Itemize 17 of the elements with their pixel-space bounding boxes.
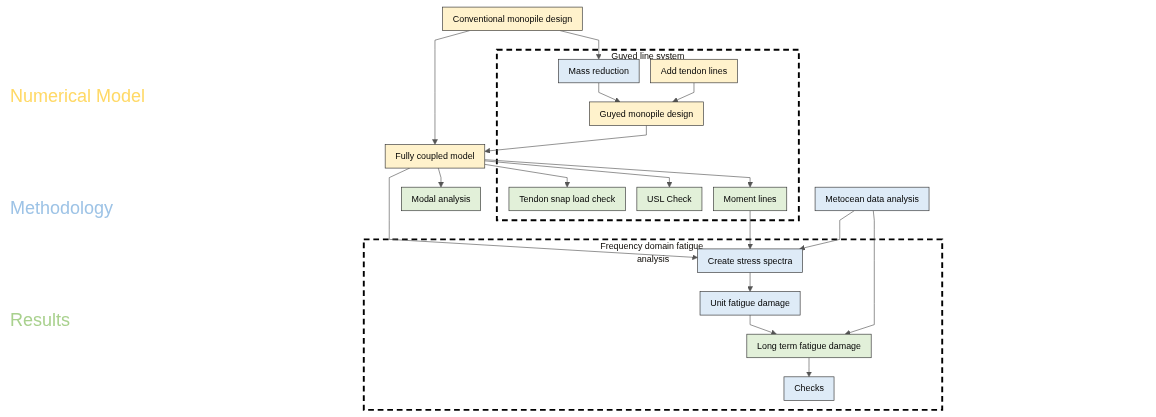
legend-text: Numerical Model	[10, 85, 147, 107]
node-box: Unit fatigue damage	[699, 291, 801, 316]
node-box: USL Check	[636, 186, 703, 212]
node-box: Moment lines	[713, 186, 788, 212]
node-box: Conventional monopile design	[442, 6, 583, 31]
node-box: Tendon snap load check	[508, 186, 626, 212]
legend-text: Results	[10, 310, 72, 332]
node-box: Mass reduction	[558, 58, 640, 84]
node-box: Modal analysis	[401, 186, 481, 212]
legend-text: Methodology	[10, 198, 115, 219]
node-box: Add tendon lines	[650, 58, 738, 84]
node-box: Long term fatigue damage	[746, 333, 872, 359]
node-box: Create stress spectra	[697, 248, 803, 273]
node-box: Guyed monopile design	[589, 101, 704, 126]
node-box: Metocean data analysis	[814, 186, 930, 212]
node-box: Fully coupled model	[384, 144, 486, 169]
node-box: Checks	[783, 376, 835, 401]
